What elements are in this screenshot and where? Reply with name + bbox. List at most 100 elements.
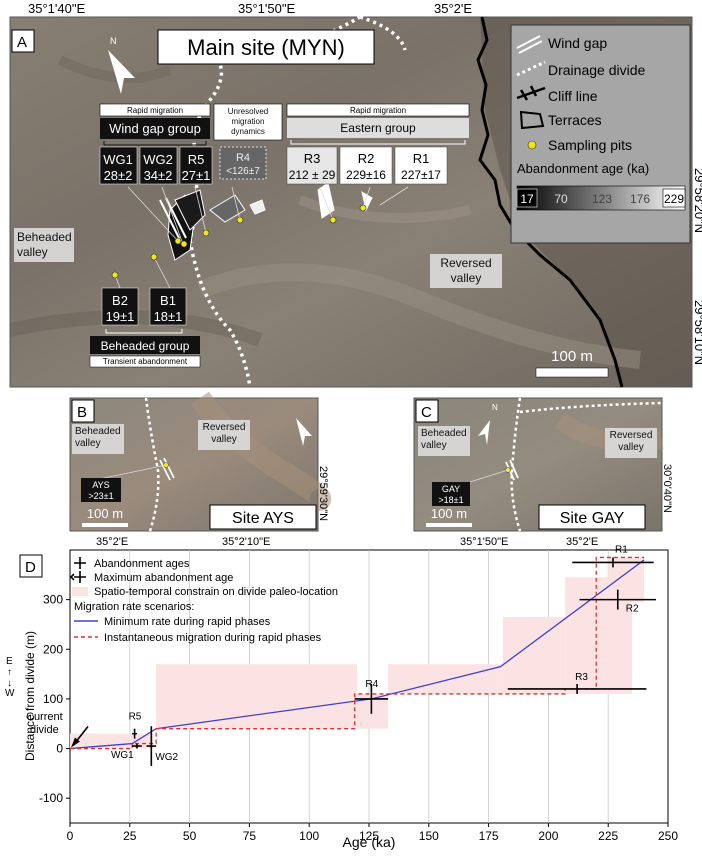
legend-a: Wind gap Drainage divide Cliff line Terr… <box>510 24 691 244</box>
wind-gap-header: Rapid migration <box>127 106 183 115</box>
point-label: R5 <box>129 712 142 723</box>
age-tick: 17 <box>520 192 534 206</box>
age-tick: 123 <box>592 192 612 206</box>
point-label: R1 <box>615 544 628 555</box>
sample-age: 19±1 <box>106 309 135 324</box>
eastern-group-label: Eastern group <box>340 121 416 135</box>
reversed-valley-label-c: Reversed valley <box>609 430 653 453</box>
instant-series <box>70 556 645 750</box>
beheaded-group-label: Beheaded group <box>101 339 190 353</box>
site-label-gay: Site GAY <box>560 510 625 527</box>
sample-box-r5: R5 27±1 <box>179 146 213 185</box>
panel-a-title: Main site (MYN) <box>187 35 345 60</box>
x-tick-label: 50 <box>183 829 197 843</box>
lon-tick-3: 35°2'E <box>434 1 472 16</box>
maximum-age-icon <box>69 571 86 583</box>
panel-c-letter: C <box>421 404 432 421</box>
wind-gap-symbol-map <box>159 197 187 241</box>
legend-scenarios-title: Migration rate scenarios: <box>74 601 194 613</box>
constraint-box <box>156 664 358 729</box>
legend-pits: Sampling pits <box>548 137 632 153</box>
abandonment-age-icon <box>74 557 86 569</box>
point-label: R3 <box>575 672 588 683</box>
panel-d-letter: D <box>25 559 36 576</box>
sample-age: 229±16 <box>346 168 386 182</box>
north-label-c: N <box>492 403 498 412</box>
sample-age-ays: >23±1 <box>88 491 113 501</box>
sample-age: 27±1 <box>182 168 211 183</box>
sample-box-r2: R2 229±16 <box>339 146 393 185</box>
beheaded-valley-label-c: Beheaded valley <box>421 428 467 451</box>
beheaded-footer: Transient abandonment <box>103 357 188 366</box>
legend-instant: Instantaneous migration during rapid pha… <box>104 632 322 644</box>
sample-name: B1 <box>160 293 176 308</box>
sample-name: R1 <box>413 151 430 166</box>
x-tick-label: 0 <box>67 829 74 843</box>
x-tick-label: 200 <box>538 829 558 843</box>
lon-tick-b2: 35°2'10"E <box>222 536 270 548</box>
x-tick-label: 25 <box>123 829 137 843</box>
x-tick-label: 100 <box>299 829 319 843</box>
side-label-e: E <box>6 656 13 667</box>
x-tick-label: 175 <box>479 829 499 843</box>
beheaded-valley-label-b: Beheaded valley <box>75 426 121 449</box>
lon-tick-1: 35°1'40"E <box>28 1 85 16</box>
wind-gap-group-label: Wind gap group <box>109 121 201 136</box>
sampling-pits-a <box>111 204 367 279</box>
age-tick: 229 <box>664 192 684 206</box>
arrow-head-icon <box>71 737 80 748</box>
panel-a-letter: A <box>17 34 27 51</box>
x-axis-label: Age (ka) <box>343 834 396 850</box>
sample-box-b1: B1 18±1 <box>149 287 187 326</box>
sample-box-r1: R1 227±17 <box>394 146 448 185</box>
north-arrow-icon <box>478 420 490 445</box>
unresolved-label: Unresolved migration dynamics <box>227 107 269 136</box>
sample-name: WG2 <box>143 152 173 167</box>
age-tick: 176 <box>630 192 650 206</box>
side-arrow: ↓ <box>7 678 12 689</box>
point-label: R2 <box>626 604 639 615</box>
cliff-line <box>476 16 624 388</box>
lon-tick-b1: 35°2'E <box>96 536 128 548</box>
terrace-r3 <box>249 199 266 215</box>
scale-label-a: 100 m <box>551 348 593 365</box>
constraint-box <box>502 617 566 694</box>
north-arrow-icon <box>296 418 312 446</box>
y-tick-label: 300 <box>43 593 63 607</box>
chart-legend: Abandonment ages Maximum abandonment age… <box>69 557 338 644</box>
terrace-r4 <box>209 194 246 223</box>
beheaded-valley-label-a: Beheaded valley <box>17 230 72 259</box>
legend-constraint: Spatio-temporal constrain on divide pale… <box>94 586 338 598</box>
x-tick-label: 250 <box>658 829 678 843</box>
lat-tick-c: 30°0'40"N <box>661 464 673 513</box>
x-tick-label: 75 <box>243 829 257 843</box>
scale-label-c: 100 m <box>431 506 467 521</box>
sample-age: <126±7 <box>226 166 260 177</box>
sample-name: WG1 <box>103 152 133 167</box>
scale-bar-c <box>426 523 472 527</box>
lon-tick-c1: 35°1'50"E <box>460 536 508 548</box>
legend-cliff: Cliff line <box>548 88 598 104</box>
y-tick-label: 200 <box>43 642 63 656</box>
panel-b: B Beheaded valley Reversed valley AYS >2… <box>69 391 332 548</box>
sample-age: 18±1 <box>154 309 183 324</box>
legend-wind-gap: Wind gap <box>548 35 607 51</box>
sample-name: R4 <box>236 152 250 164</box>
age-tick: 70 <box>554 192 568 206</box>
sample-age: 212 ± 29 <box>289 168 336 182</box>
wind-gap-icon <box>516 35 543 54</box>
reversed-valley-label-b: Reversed valley <box>202 422 246 445</box>
sample-connectors <box>114 186 409 289</box>
legend-terraces: Terraces <box>548 112 602 128</box>
y-tick-label: -100 <box>39 791 63 805</box>
sample-name-gay: GAY <box>442 484 460 494</box>
scale-bar-a <box>535 367 609 378</box>
north-label-a: N <box>110 36 117 46</box>
legend-min-rate: Minimum rate during rapid phases <box>104 616 271 628</box>
side-label-w: W <box>5 688 15 699</box>
sample-age: 34±2 <box>144 168 173 183</box>
